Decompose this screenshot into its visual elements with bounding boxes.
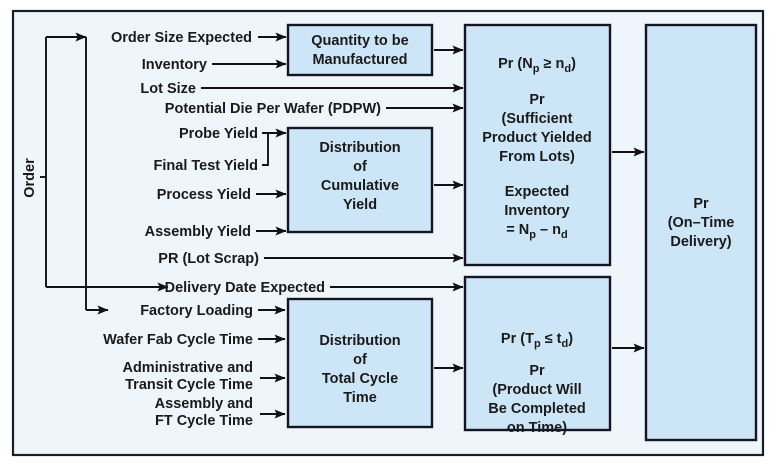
input-label-process-yield: Process Yield: [157, 187, 251, 203]
box-on-time-line-3: Be Completed: [488, 401, 586, 417]
box-cumulative-line-4: Yield: [343, 197, 377, 213]
box-cycle-line-4: Time: [343, 390, 377, 406]
expected-formula-prefix: = N: [506, 222, 529, 238]
box-sufficient-line-3: Product Yielded: [482, 130, 592, 146]
input-label-administrative-cycle-time-line1: Administrative and: [122, 360, 253, 376]
input-label-probe-yield: Probe Yield: [179, 126, 258, 142]
box-sufficient-line-4: From Lots): [499, 149, 575, 165]
box-sufficient-line-1: Pr: [529, 92, 545, 108]
box-distribution-cumulative-yield: Distribution of Cumulative Yield: [286, 126, 434, 234]
box-cumulative-line-3: Cumulative: [321, 178, 399, 194]
input-label-pr-lot-scrap: PR (Lot Scrap): [158, 251, 259, 267]
box-on-time-line-4: on Time): [507, 420, 567, 436]
input-label-assembly-ft-cycle-time-line2: FT Cycle Time: [155, 413, 253, 429]
box-sufficient-product-yielded: Pr (Np ≥ nd) Pr (Sufficient Product Yiel…: [463, 23, 612, 267]
input-label-order-size-expected: Order Size Expected: [111, 30, 252, 46]
box-quantity-to-be-manufactured: Quantity to be Manufactured: [286, 23, 434, 77]
box-pr-on-time-delivery: Pr (On–Time Delivery): [644, 23, 758, 442]
box-sufficient-line-2: (Sufficient: [502, 111, 573, 127]
on-time-formula-sub2: d: [562, 338, 569, 350]
box-cycle-line-3: Total Cycle: [322, 371, 398, 387]
expected-formula-sub2: d: [561, 229, 568, 241]
expected-formula-mid: – n: [536, 222, 561, 238]
sufficient-formula-prefix: Pr (N: [498, 56, 533, 72]
box-delivery-line-2: (On–Time: [668, 215, 735, 231]
box-delivery-line-1: Pr: [693, 196, 709, 212]
bracket-probe-final-test: [262, 128, 287, 166]
box-cumulative-line-1: Distribution: [319, 140, 400, 156]
box-distribution-total-cycle-time: Distribution of Total Cycle Time: [286, 297, 434, 429]
box-delivery-line-3: Delivery): [670, 234, 731, 250]
input-label-lot-size: Lot Size: [140, 81, 196, 97]
box-on-time-line-1: Pr: [529, 363, 545, 379]
box-expected-inventory-line-2: Inventory: [504, 203, 569, 219]
on-time-formula-suffix: ): [568, 331, 573, 347]
box-expected-inventory-formula: = Np – nd: [506, 222, 567, 241]
input-label-assembly-ft-cycle-time-line1: Assembly and: [155, 396, 253, 412]
box-on-time-formula: Pr (Tp ≤ td): [501, 331, 573, 350]
sufficient-formula-sub1: p: [533, 63, 540, 75]
order-side-label: Order: [22, 158, 38, 198]
sufficient-formula-mid: ≥ n: [539, 56, 564, 72]
input-label-wafer-fab-cycle-time: Wafer Fab Cycle Time: [103, 332, 253, 348]
on-time-formula-sub1: p: [534, 338, 541, 350]
input-label-factory-loading: Factory Loading: [140, 303, 253, 319]
order-bus-lines: [40, 32, 169, 315]
input-label-inventory: Inventory: [142, 57, 207, 73]
on-time-formula-mid: ≤ t: [541, 331, 562, 347]
input-label-potential-die-per-wafer: Potential Die Per Wafer (PDPW): [165, 101, 381, 117]
box-product-completed-on-time: Pr (Tp ≤ td) Pr (Product Will Be Complet…: [463, 275, 612, 436]
sufficient-formula-suffix: ): [571, 56, 576, 72]
box-quantity-line-1: Quantity to be: [311, 33, 408, 49]
box-cycle-line-2: of: [353, 352, 367, 368]
box-cycle-line-1: Distribution: [319, 333, 400, 349]
input-label-final-test-yield: Final Test Yield: [154, 158, 258, 174]
input-label-assembly-yield: Assembly Yield: [145, 224, 251, 240]
on-time-formula-prefix: Pr (T: [501, 331, 534, 347]
expected-formula-sub1: p: [529, 229, 536, 241]
sufficient-formula-sub2: d: [564, 63, 571, 75]
box-quantity-line-2: Manufactured: [312, 52, 407, 68]
box-on-time-line-2: (Product Will: [492, 382, 581, 398]
box-sufficient-formula: Pr (Np ≥ nd): [498, 56, 576, 75]
input-label-delivery-date-expected: Delivery Date Expected: [165, 280, 325, 296]
box-cumulative-line-2: of: [353, 159, 367, 175]
input-label-administrative-cycle-time-line2: Transit Cycle Time: [125, 377, 253, 393]
box-expected-inventory-line-1: Expected: [505, 184, 569, 200]
